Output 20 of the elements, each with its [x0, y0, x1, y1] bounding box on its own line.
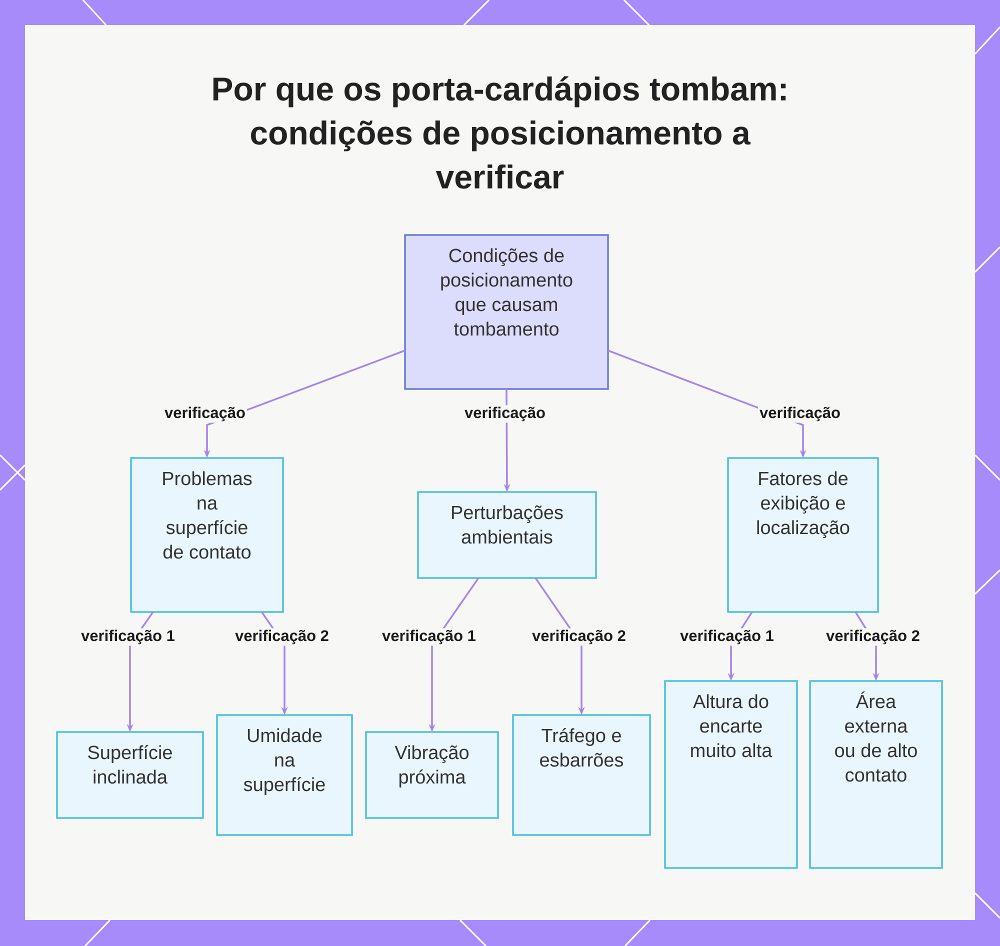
- condition-box: Área externa ou de alto contato: [809, 680, 943, 869]
- condition-box: Superfície inclinada: [56, 731, 204, 819]
- title: Por que os porta-cardápios tombam: condições de posicionamento a verificar: [213, 76, 786, 189]
- topic-box: Condições de posicionamento que causam tombamento: [404, 234, 609, 390]
- edge-label: verificação 2: [824, 628, 922, 646]
- condition-box: Tráfego e esbarrões: [512, 714, 651, 836]
- edge-label: verificação: [758, 405, 842, 423]
- condition-box: Altura do encarte muito alta: [664, 680, 798, 869]
- edge-label: verificação: [463, 405, 547, 423]
- edge-label: verificação 1: [80, 628, 176, 646]
- category-box: Fatores de exibição e localização: [727, 457, 879, 613]
- category-box: Problemas na superfície de contato: [130, 457, 284, 613]
- condition-box: Umidade na superfície: [216, 714, 353, 836]
- edge-label: verificação 1: [678, 628, 776, 646]
- edge-label: verificação 2: [234, 628, 330, 646]
- edge-label: verificação 1: [380, 628, 478, 646]
- edge-label: verificação 2: [530, 628, 628, 646]
- condition-box: Vibração próxima: [365, 731, 499, 819]
- edge-label: verificação: [163, 405, 247, 423]
- category-box: Perturbações ambientais: [417, 491, 597, 579]
